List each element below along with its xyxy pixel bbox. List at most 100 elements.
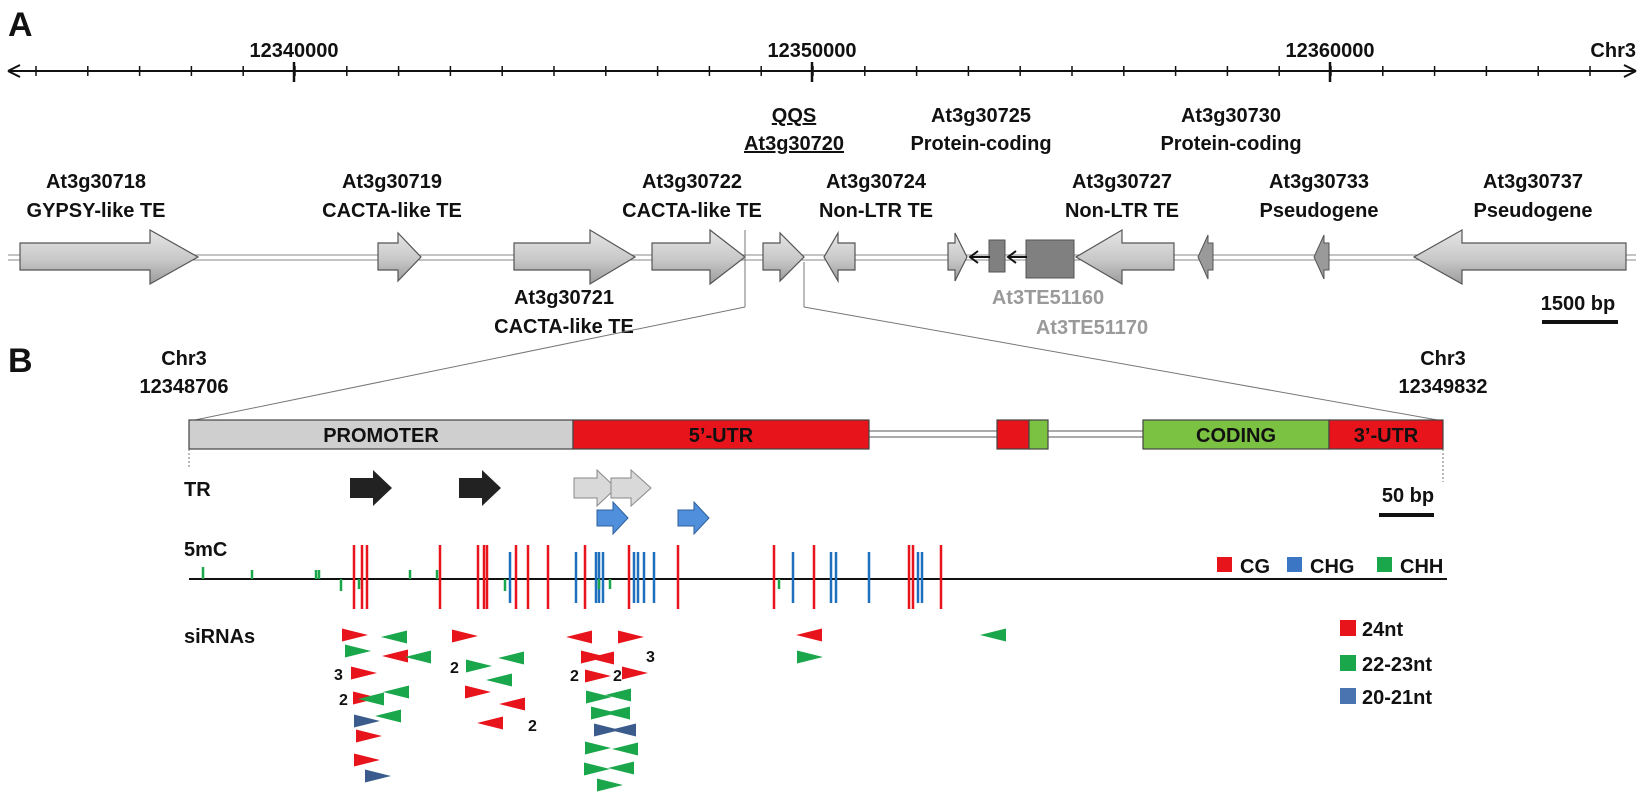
legend-20-21nt-swatch xyxy=(1340,688,1356,704)
gene-arrow-At3g30719 xyxy=(377,231,422,283)
utr5-label: 5’-UTR xyxy=(689,425,754,447)
sirna-triangle xyxy=(383,685,409,699)
gene-type: Non-LTR TE xyxy=(819,200,933,222)
sirna-triangle xyxy=(584,762,610,776)
tr-arrow-blue xyxy=(677,500,710,536)
gene-type: Protein-coding xyxy=(910,133,1051,155)
legend-20-21nt: 20-21nt xyxy=(1362,687,1432,709)
exon-green-box xyxy=(1028,419,1049,450)
axis-chrom-label: Chr3 xyxy=(1590,40,1636,62)
context-legend: CG CHG CHH xyxy=(1217,556,1443,578)
axis-tick-label: 12350000 xyxy=(768,40,857,62)
gene-type: Non-LTR TE xyxy=(1065,200,1179,222)
legend-chg: CHG xyxy=(1310,556,1354,578)
sirna-count: 3 xyxy=(334,667,343,684)
legend-chh-swatch xyxy=(1377,557,1392,572)
gene-label-At3g30718: At3g30718 GYPSY-like TE xyxy=(27,171,166,222)
sirna-count: 2 xyxy=(570,668,579,685)
gene-label-At3g30719: At3g30719 CACTA-like TE xyxy=(322,171,462,222)
gene-label-At3g30730: At3g30730 Protein-coding xyxy=(1160,105,1301,155)
gene-type: Pseudogene xyxy=(1474,200,1593,222)
sirna-label: siRNAs xyxy=(184,626,255,648)
tr-label: TR xyxy=(184,479,211,501)
sirna-count: 2 xyxy=(339,692,348,709)
promoter-label: PROMOTER xyxy=(323,425,439,447)
scale-bar-a-label: 1500 bp xyxy=(1541,293,1615,315)
tr-arrow-black xyxy=(350,470,392,506)
gene-label-At3g30737: At3g30737 Pseudogene xyxy=(1474,171,1593,222)
sirna-triangle xyxy=(566,630,592,644)
legend-cg-swatch xyxy=(1217,557,1232,572)
gene-type: CACTA-like TE xyxy=(494,316,634,338)
sirna-triangle xyxy=(605,688,631,702)
gene-label-At3g30721: At3g30721 CACTA-like TE xyxy=(494,287,634,338)
gene-label-At3g30733: At3g30733 Pseudogene xyxy=(1260,171,1379,222)
gene-id: At3g30722 xyxy=(642,171,742,193)
exon-red-box xyxy=(996,419,1030,450)
tandem-repeat-arrows xyxy=(350,468,710,536)
sirna-triangle xyxy=(405,650,431,664)
panel-b-label: B xyxy=(8,342,33,380)
sirna-triangle xyxy=(465,685,491,699)
gene-arrow-At3g30721 xyxy=(513,228,637,286)
sirna-triangle xyxy=(612,742,638,756)
legend-22-23nt-swatch xyxy=(1340,655,1356,671)
sirna-triangle xyxy=(588,651,614,665)
gene-arrow-At3g30724 xyxy=(823,230,856,284)
gene-arrow-At3g30725 xyxy=(947,232,968,282)
gene-arrow-At3g30737 xyxy=(1412,228,1627,286)
tr-arrow-light xyxy=(610,468,652,508)
gene-label-At3g30724: At3g30724 Non-LTR TE xyxy=(819,171,933,222)
sirna-triangle xyxy=(610,723,636,737)
sirna-count: 2 xyxy=(450,660,459,677)
coding-label: CODING xyxy=(1196,425,1276,447)
gene-arrow-At3g30722 xyxy=(651,228,746,286)
te-box-At3TE51160 xyxy=(988,239,1006,273)
zoom-connector xyxy=(189,230,1444,422)
te-label: At3TE51160 xyxy=(992,287,1104,309)
sirna-triangle xyxy=(356,729,382,743)
qqs-gene-model: PROMOTER 5’-UTR CODING 3’-UTR xyxy=(188,419,1444,482)
sirna-triangle xyxy=(585,669,611,683)
legend-24nt-swatch xyxy=(1340,620,1356,636)
sirna-triangle xyxy=(604,706,630,720)
axis-tick-label: 12340000 xyxy=(250,40,339,62)
gene-arrow-At3g30730 xyxy=(1197,234,1214,280)
left-chrom: Chr3 xyxy=(161,348,207,370)
gene-id: At3g30733 xyxy=(1269,171,1369,193)
sirna-triangle xyxy=(345,644,371,658)
gene-type: Protein-coding xyxy=(1160,133,1301,155)
gene-label-At3g30727: At3g30727 Non-LTR TE xyxy=(1065,171,1179,222)
sirna-marks xyxy=(342,628,1006,792)
gene-id: At3g30721 xyxy=(514,287,614,309)
left-pos: 12348706 xyxy=(140,376,229,398)
te-label: At3TE51170 xyxy=(1036,317,1148,339)
gene-arrow-qqs xyxy=(762,231,805,283)
sirna-counts: 3 2 2 2 2 2 3 xyxy=(334,649,655,735)
gene-arrow-At3g30718 xyxy=(19,228,200,286)
sirna-triangle xyxy=(354,714,380,728)
sirna-triangle xyxy=(382,649,408,663)
sirna-count: 2 xyxy=(613,668,622,685)
legend-chh: CHH xyxy=(1400,556,1443,578)
left-coordinate: Chr3 12348706 xyxy=(140,348,229,398)
right-coordinate: Chr3 12349832 xyxy=(1399,348,1488,398)
sirna-triangle xyxy=(358,692,384,706)
sirna-triangle xyxy=(796,628,822,642)
gene-type: Pseudogene xyxy=(1260,200,1379,222)
scale-bar-b: 50 bp xyxy=(1379,485,1434,517)
methylation-marks xyxy=(201,545,943,609)
scale-bar-a: 1500 bp xyxy=(1541,293,1618,324)
coding-box xyxy=(1142,419,1330,450)
sirna-triangle xyxy=(608,761,634,775)
qqs-name: QQS xyxy=(772,105,816,127)
chromosome-axis: 12340000 12350000 12360000 Chr3 xyxy=(7,40,1637,82)
sirna-triangle xyxy=(980,628,1006,642)
qqs-id: At3g30720 xyxy=(744,133,844,155)
utr3-box xyxy=(1328,419,1444,450)
sirna-triangle xyxy=(797,650,823,664)
gene-id: At3g30737 xyxy=(1483,171,1583,193)
sirna-triangle xyxy=(452,629,478,643)
sirna-triangle xyxy=(342,628,368,642)
sirna-triangle xyxy=(622,666,648,680)
